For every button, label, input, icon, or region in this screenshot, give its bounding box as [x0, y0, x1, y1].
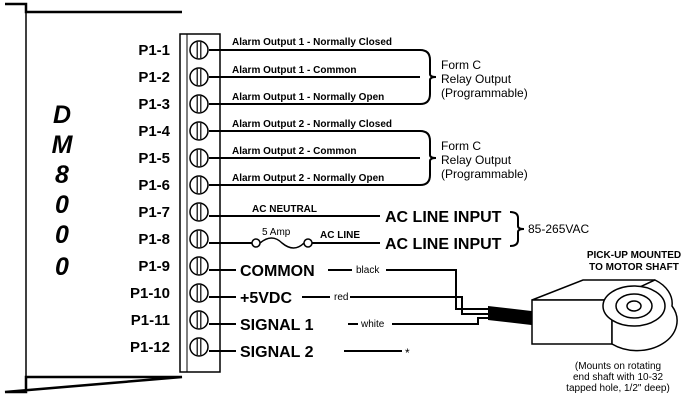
terminal-screw — [189, 310, 209, 330]
pin-label: P1-12 — [130, 339, 170, 356]
pin-label: P1-9 — [138, 258, 170, 275]
terminal-screw — [189, 94, 209, 114]
fuse-terminal — [251, 238, 261, 248]
pin-wire-label: Alarm Output 2 - Normally Closed — [232, 119, 392, 130]
pickup-body-front — [531, 299, 613, 345]
common-label: COMMON — [240, 263, 315, 280]
wire-color-white: white — [360, 319, 385, 330]
fuse-link — [259, 237, 305, 249]
pickup-bore-inner — [626, 300, 642, 312]
model-letter: 0 — [55, 221, 69, 249]
pin-label: P1-4 — [138, 123, 170, 140]
terminal-screw — [189, 121, 209, 141]
relay-braces — [419, 49, 437, 186]
relay-group-line: Relay Output — [441, 72, 512, 86]
ac-line-label: AC LINE — [320, 230, 360, 241]
model-letter: 8 — [55, 161, 69, 189]
terminal-screw — [189, 40, 209, 60]
relay-group-line: Form C — [441, 58, 481, 72]
signal1-label: SIGNAL 1 — [240, 317, 314, 334]
relay-group-line: Form C — [441, 139, 481, 153]
relay-wires — [209, 49, 420, 186]
pin-label: P1-6 — [138, 177, 170, 194]
vdc-wire-run — [350, 296, 490, 315]
ac-voltage: 85-265VAC — [528, 222, 589, 236]
relay-group-line: (Programmable) — [441, 86, 528, 100]
signal2-label: SIGNAL 2 — [240, 344, 314, 361]
terminal-screw — [189, 229, 209, 249]
relay-labels: Alarm Output 1 - Normally Closed Alarm O… — [232, 37, 392, 184]
model-letter: M — [52, 131, 74, 159]
terminal-screw — [189, 283, 209, 303]
ac-neutral-label: AC NEUTRAL — [252, 204, 317, 215]
pin-wire-label: Alarm Output 2 - Normally Open — [232, 173, 384, 184]
cable-bundle — [488, 306, 540, 326]
terminal-screw — [189, 67, 209, 87]
ac-input-label: AC LINE INPUT — [385, 209, 502, 226]
relay-group-line: (Programmable) — [441, 167, 528, 181]
terminal-screw — [189, 337, 209, 357]
signal2-marker: * — [405, 346, 410, 360]
terminal-screw — [189, 175, 209, 195]
ac-input-label: AC LINE INPUT — [385, 236, 502, 253]
pin-wire-label: Alarm Output 1 - Normally Open — [232, 92, 384, 103]
ac-wiring — [209, 211, 525, 247]
pin-label: P1-2 — [138, 69, 170, 86]
relay-group-line: Relay Output — [441, 153, 512, 167]
pin-wire-label: Alarm Output 1 - Common — [232, 65, 356, 76]
pin-label: P1-3 — [138, 96, 170, 113]
pin-wire-label: Alarm Output 2 - Common — [232, 146, 356, 157]
pin-label: P1-10 — [130, 285, 170, 302]
pickup-sensor — [531, 279, 678, 352]
pin-label: P1-7 — [138, 204, 170, 221]
brace — [419, 49, 437, 105]
relay-group-2: Form C Relay Output (Programmable) — [441, 139, 528, 181]
model-letter: D — [53, 101, 71, 129]
pickup-note: end shaft with 10-32 — [573, 372, 663, 383]
fuse-label: 5 Amp — [262, 227, 291, 238]
signal1-wire-run — [392, 317, 490, 325]
pin-label: P1-8 — [138, 231, 170, 248]
pickup-title: TO MOTOR SHAFT — [589, 262, 679, 273]
fuse-symbol — [251, 237, 313, 249]
pin-label: P1-1 — [138, 42, 170, 59]
terminal-screw — [189, 256, 209, 276]
pin-label: P1-11 — [131, 312, 170, 329]
model-letter: 0 — [55, 253, 69, 281]
pickup-note: tapped hole, 1/2" deep) — [566, 383, 670, 394]
ac-brace — [509, 211, 525, 247]
pin-label: P1-5 — [138, 150, 170, 167]
housing-outline — [4, 2, 183, 394]
fuse-terminal — [303, 238, 313, 248]
vdc-label: +5VDC — [240, 290, 292, 307]
pins-layer: P1-1P1-2P1-3P1-4P1-5P1-6P1-7P1-8P1-9P1-1… — [130, 40, 209, 357]
relay-group-1: Form C Relay Output (Programmable) — [441, 58, 528, 100]
model-label: D M 8 0 0 0 — [52, 101, 74, 281]
signal-wiring — [209, 269, 490, 352]
pin-wire-label: Alarm Output 1 - Normally Closed — [232, 37, 392, 48]
terminal-screw — [189, 148, 209, 168]
brace — [419, 130, 437, 186]
model-letter: 0 — [55, 191, 69, 219]
wire-color-black: black — [356, 265, 380, 276]
wire-color-red: red — [334, 292, 348, 303]
pickup-note: (Mounts on rotating — [575, 361, 661, 372]
common-wire-run — [386, 269, 490, 310]
pickup-title: PICK-UP MOUNTED — [587, 250, 681, 261]
terminal-screw — [189, 202, 209, 222]
